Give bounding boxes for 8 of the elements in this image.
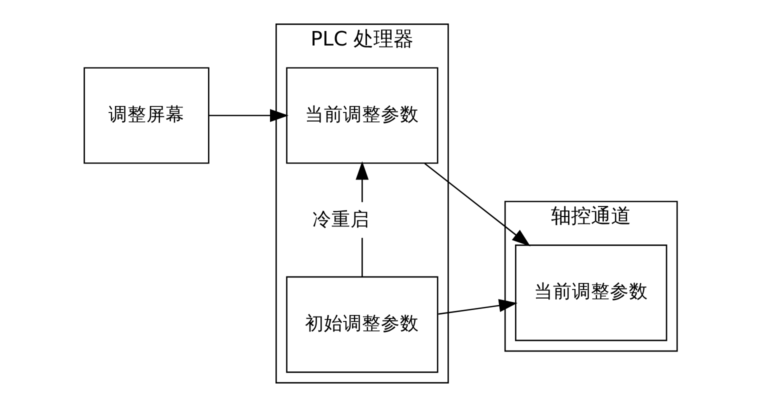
arrow <box>438 299 518 315</box>
edge-label: 冷重启 <box>312 210 370 231</box>
node-box: 初始调整参数 <box>286 276 438 373</box>
node-box: 当前调整参数 <box>514 244 667 342</box>
node-box: 调整屏幕 <box>83 67 209 164</box>
node-box: 当前调整参数 <box>286 67 438 164</box>
arrow <box>424 162 530 246</box>
arrow <box>208 109 288 122</box>
